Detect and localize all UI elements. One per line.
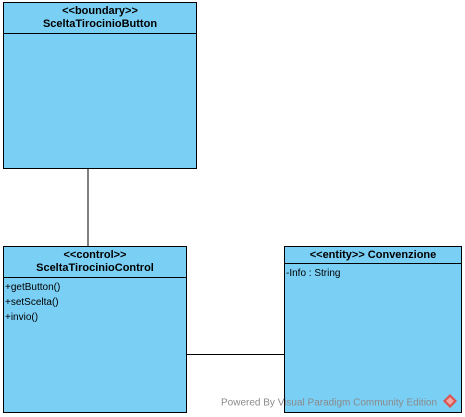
- class-stereotype: <<boundary>>: [62, 5, 138, 17]
- powered-by-watermark: Powered By Visual Paradigm Community Edi…: [221, 394, 457, 412]
- class-name: SceltaTirocinioButton: [42, 18, 158, 30]
- class-operation[interactable]: +invio(): [5, 312, 39, 323]
- class-name: SceltaTirocinioControl: [36, 262, 154, 274]
- class-box-scelta-tirocinio-button[interactable]: <<boundary>> SceltaTirocinioButton: [3, 2, 197, 169]
- class-header: <<boundary>> SceltaTirocinioButton: [4, 3, 196, 34]
- class-header: <<control>> SceltaTirocinioControl: [4, 247, 186, 278]
- class-stereotype: <<control>>: [63, 249, 127, 261]
- watermark-product: Visual Paradigm Community Edition: [277, 397, 438, 409]
- class-attribute[interactable]: -Info : String: [286, 268, 341, 279]
- class-header: <<entity>> Convenzione: [285, 247, 461, 264]
- visual-paradigm-logo-icon: [442, 394, 457, 412]
- class-operation[interactable]: +getButton(): [5, 282, 61, 293]
- class-operation[interactable]: +setScelta(): [5, 297, 59, 308]
- watermark-prefix: Powered By: [221, 397, 275, 409]
- class-members: [4, 34, 196, 36]
- class-members: -Info : String: [285, 264, 461, 281]
- class-title: <<entity>> Convenzione: [309, 249, 437, 261]
- class-box-convenzione[interactable]: <<entity>> Convenzione -Info : String: [284, 246, 462, 413]
- class-box-scelta-tirocinio-control[interactable]: <<control>> SceltaTirocinioControl +getB…: [3, 246, 187, 413]
- class-members: +getButton() +setScelta() +invio(): [4, 278, 186, 325]
